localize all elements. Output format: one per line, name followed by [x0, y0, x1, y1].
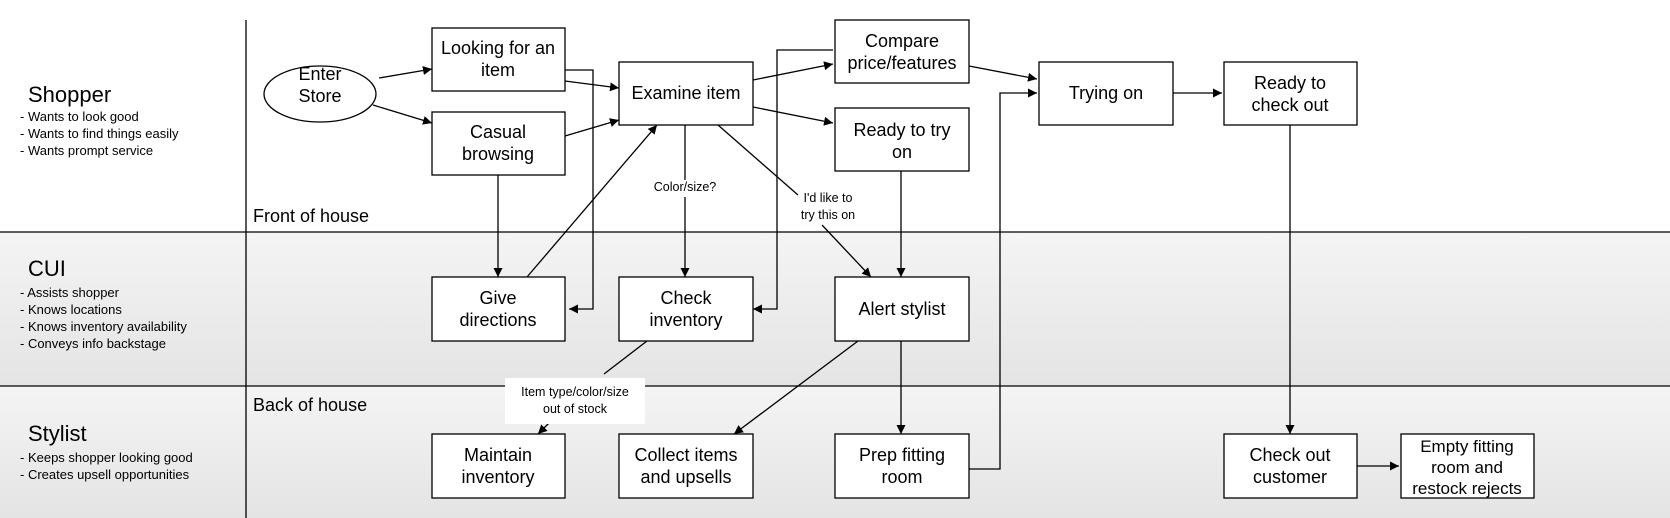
lane-note: - Wants to find things easily [20, 126, 179, 141]
edge-examine-to-alert-b [821, 224, 872, 278]
node-label: price/features [847, 53, 956, 73]
lane-note: - Wants to look good [20, 109, 139, 124]
node-label: Looking for an [441, 38, 555, 58]
lane-note: - Assists shopper [20, 285, 120, 300]
node-enter-store [263, 65, 377, 123]
edge-prep-to-trying [969, 88, 1037, 470]
node-label: and upsells [640, 467, 731, 487]
edge-enter-to-looking [378, 66, 433, 79]
node-compare-price [834, 19, 970, 84]
edge-label-out-of-stock-bg [505, 378, 645, 424]
edge-label-like-to-try: I'd like to [804, 191, 853, 205]
node-label: Collect items [634, 445, 737, 465]
edge-compare-to-trying [968, 65, 1038, 82]
edge-alert-to-collect [733, 340, 859, 435]
node-label: inventory [649, 310, 722, 330]
edge-examine-to-alert-a [717, 124, 799, 196]
lane-title-cui: CUI [28, 256, 66, 281]
edge-examine-to-compare [752, 61, 834, 81]
node-label: Ready to try [853, 120, 950, 140]
edge-compare-to-check-inventory [753, 49, 833, 314]
node-label: browsing [462, 144, 534, 164]
node-label: room [881, 467, 922, 487]
edge-examine-to-ready-try [752, 106, 834, 126]
node-casual-browsing [431, 111, 566, 176]
node-label: Store [298, 86, 341, 106]
node-label: check out [1251, 95, 1328, 115]
node-label: Give [479, 288, 516, 308]
edge-label-out-of-stock: Item type/color/size [521, 385, 629, 399]
node-label: customer [1253, 467, 1327, 487]
node-examine-item [618, 61, 754, 126]
node-empty-fitting [1400, 433, 1535, 499]
node-label: Enter [298, 64, 341, 84]
edge-directions-to-examine [526, 124, 658, 278]
node-label: directions [459, 310, 536, 330]
lane-note: - Conveys info backstage [20, 336, 166, 351]
node-maintain-inventory [431, 433, 566, 499]
node-label: Check out [1249, 445, 1330, 465]
edge-label-out-of-stock: out of stock [543, 402, 608, 416]
node-ready-to-try [834, 107, 970, 172]
edge-label-color-size: Color/size? [654, 180, 717, 194]
node-check-out-customer [1223, 433, 1358, 499]
node-label: room and [1431, 458, 1503, 477]
node-label: Casual [470, 122, 526, 142]
node-label: inventory [461, 467, 534, 487]
node-check-inventory [618, 276, 754, 342]
node-collect-items [618, 433, 754, 499]
lane-note: - Knows inventory availability [20, 319, 187, 334]
node-label: Check [660, 288, 712, 308]
node-looking-for-item [431, 27, 566, 92]
node-ready-checkout [1223, 61, 1358, 126]
node-label: Prep fitting [859, 445, 945, 465]
zone-label-front: Front of house [253, 206, 369, 226]
node-label: on [892, 142, 912, 162]
lane-note: - Wants prompt service [20, 143, 153, 158]
node-alert-stylist [834, 276, 970, 342]
lane-title-stylist: Stylist [28, 421, 87, 446]
lane-title-shopper: Shopper [28, 82, 111, 107]
zone-label-back: Back of house [253, 395, 367, 415]
lane-note: - Knows locations [20, 302, 122, 317]
edge-check-inventory-to-maintain-a [603, 340, 648, 375]
node-give-directions [431, 276, 566, 342]
lane-note: - Keeps shopper looking good [20, 450, 193, 465]
node-label: restock rejects [1412, 479, 1522, 498]
node-label: Alert stylist [858, 299, 945, 319]
node-label: Compare [865, 31, 939, 51]
node-prep-fitting [834, 433, 970, 499]
node-label: item [481, 60, 515, 80]
node-label: Empty fitting [1420, 437, 1514, 456]
edge-label-like-to-try: try this on [801, 208, 855, 222]
node-label: Ready to [1254, 73, 1326, 93]
edge-looking-to-directions [565, 69, 594, 314]
lane-note: - Creates upsell opportunities [20, 467, 190, 482]
node-label: Examine item [631, 83, 740, 103]
node-trying-on [1038, 61, 1174, 126]
edge-browsing-to-examine [564, 118, 620, 137]
node-label: Trying on [1069, 83, 1143, 103]
edge-enter-to-browsing [372, 104, 433, 125]
edge-looking-to-examine [564, 80, 620, 92]
node-label: Maintain [464, 445, 532, 465]
